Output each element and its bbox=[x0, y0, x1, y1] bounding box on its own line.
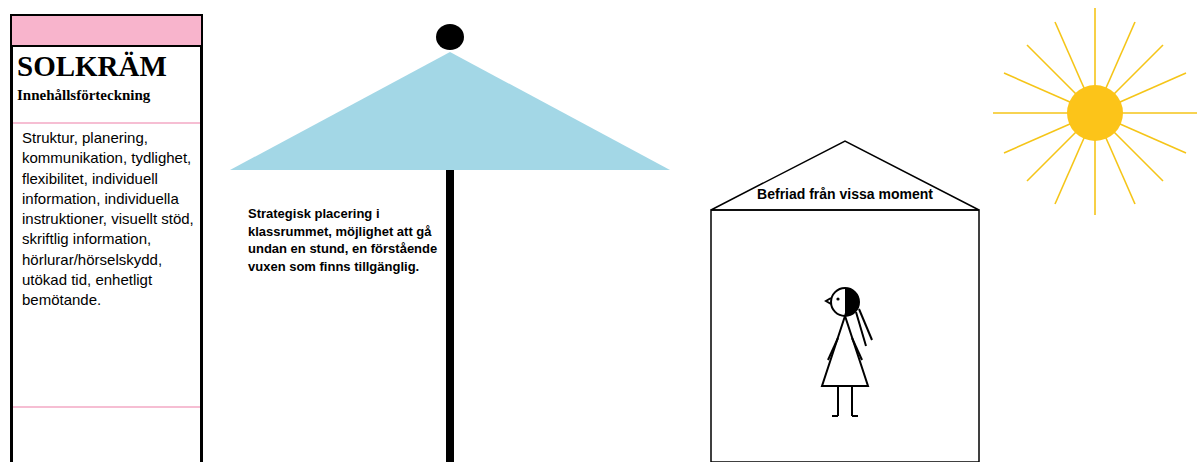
tube-side bbox=[200, 46, 203, 462]
divider-line bbox=[13, 122, 200, 124]
tube-cap bbox=[11, 15, 202, 46]
umbrella bbox=[230, 24, 670, 462]
umbrella-knob bbox=[436, 24, 464, 50]
house-box: Befriad från vissa moment bbox=[710, 140, 980, 462]
sun-disc bbox=[1067, 85, 1123, 141]
node-body: Struktur, planering, kommunikation, tydl… bbox=[22, 128, 202, 311]
note-text: Strategisk placering i klassrummet, möjl… bbox=[248, 205, 438, 275]
node-title: SOLKRÄM bbox=[17, 50, 197, 82]
sunscreen-tube: SOLKRÄM InnehållsförteckningStruktur, pla… bbox=[10, 14, 203, 462]
node-title: Befriad från vissa moment bbox=[730, 185, 960, 203]
sun bbox=[993, 8, 1197, 215]
house-wall bbox=[711, 210, 979, 462]
node-subtitle: Innehållsförteckning bbox=[17, 86, 197, 104]
stick-figure bbox=[822, 288, 872, 416]
house-roof bbox=[711, 141, 979, 210]
divider-line bbox=[13, 406, 200, 408]
umbrella-pole bbox=[446, 170, 454, 462]
umbrella-canopy bbox=[230, 52, 670, 170]
tube-side bbox=[10, 46, 13, 462]
